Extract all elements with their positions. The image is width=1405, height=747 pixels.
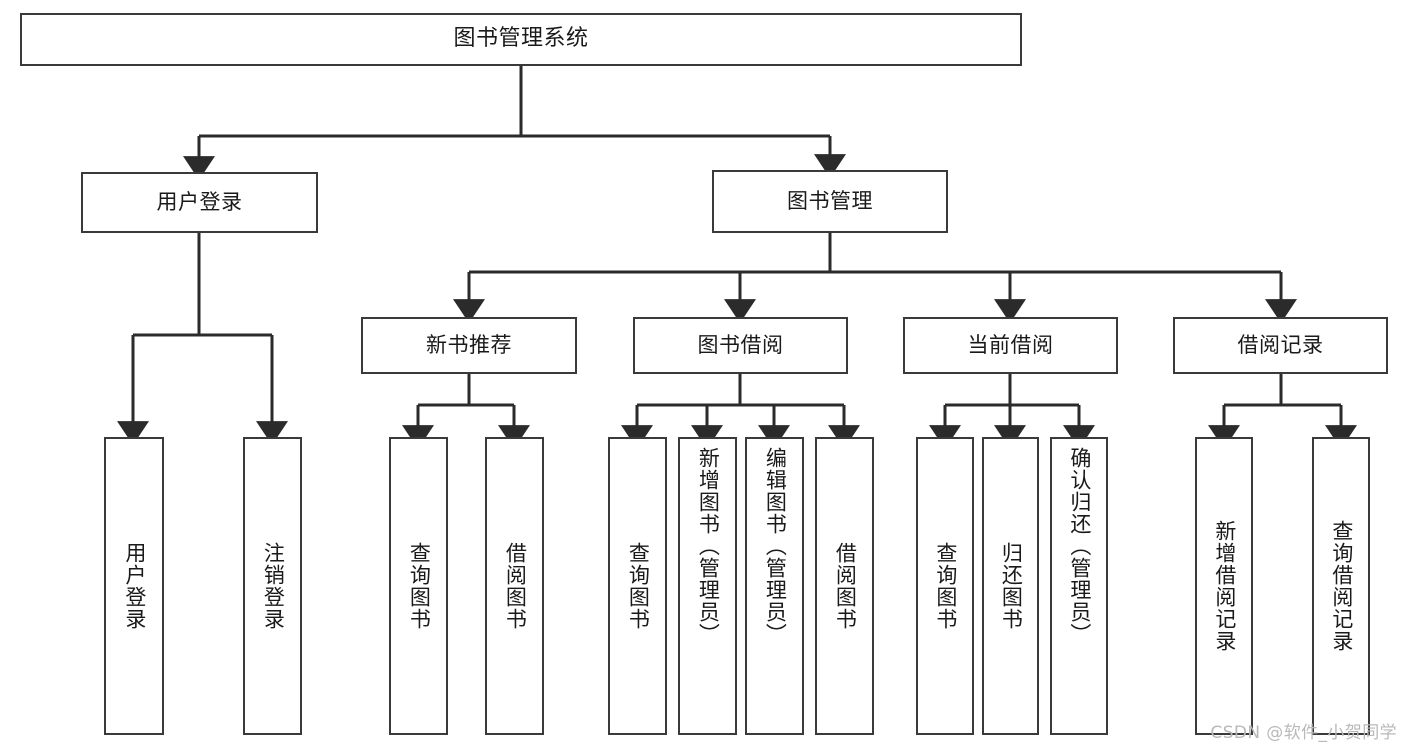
node-label: 新增图书（管理员） bbox=[696, 447, 721, 645]
node-label: 新增借阅记录 bbox=[1212, 520, 1237, 652]
node-label: 新书推荐 bbox=[426, 332, 512, 357]
watermark-text: CSDN @软件_小贺同学 bbox=[1210, 723, 1397, 743]
node-label: 查询借阅记录 bbox=[1329, 520, 1354, 652]
leaf-book-borrow-add-book-admin[interactable]: 新增图书（管理员） bbox=[678, 437, 737, 735]
node-user-login[interactable]: 用户登录 bbox=[81, 172, 318, 233]
node-book-management[interactable]: 图书管理 bbox=[712, 170, 948, 233]
node-label: 归还图书 bbox=[999, 542, 1024, 630]
leaf-book-borrow-edit-book-admin[interactable]: 编辑图书（管理员） bbox=[745, 437, 804, 735]
node-label: 图书管理 bbox=[787, 188, 873, 213]
node-label: 查询图书 bbox=[933, 542, 958, 630]
node-label: 用户登录 bbox=[122, 542, 147, 630]
leaf-book-borrow-query-books[interactable]: 查询图书 bbox=[608, 437, 667, 735]
node-root-library-management-system[interactable]: 图书管理系统 bbox=[20, 13, 1022, 66]
leaf-current-borrow-query-books[interactable]: 查询图书 bbox=[916, 437, 974, 735]
leaf-current-borrow-return-books[interactable]: 归还图书 bbox=[982, 437, 1039, 735]
node-label: 借阅记录 bbox=[1237, 332, 1324, 357]
node-book-borrow[interactable]: 图书借阅 bbox=[633, 317, 848, 374]
leaf-records-add-borrow-record[interactable]: 新增借阅记录 bbox=[1195, 437, 1253, 735]
node-current-borrow[interactable]: 当前借阅 bbox=[903, 317, 1118, 374]
leaf-new-book-borrow-books[interactable]: 借阅图书 bbox=[485, 437, 544, 735]
node-label: 当前借阅 bbox=[967, 332, 1054, 357]
leaf-records-query-borrow-record[interactable]: 查询借阅记录 bbox=[1312, 437, 1370, 735]
node-label: 确认归还（管理员） bbox=[1067, 447, 1092, 645]
node-borrow-records[interactable]: 借阅记录 bbox=[1173, 317, 1388, 374]
node-label: 借阅图书 bbox=[503, 542, 528, 630]
node-label: 注销登录 bbox=[261, 542, 286, 630]
leaf-new-book-query-books[interactable]: 查询图书 bbox=[389, 437, 448, 735]
leaf-book-borrow-borrow-books[interactable]: 借阅图书 bbox=[815, 437, 874, 735]
node-label: 编辑图书（管理员） bbox=[763, 447, 788, 645]
leaf-user-login-logout[interactable]: 注销登录 bbox=[243, 437, 302, 735]
leaf-user-login-login[interactable]: 用户登录 bbox=[104, 437, 164, 735]
node-label: 图书借阅 bbox=[697, 332, 784, 357]
leaf-current-borrow-confirm-return-admin[interactable]: 确认归还（管理员） bbox=[1050, 437, 1108, 735]
node-label: 借阅图书 bbox=[833, 542, 858, 630]
node-label: 图书管理系统 bbox=[453, 26, 589, 52]
node-label: 用户登录 bbox=[156, 189, 243, 214]
node-label: 查询图书 bbox=[626, 542, 651, 630]
node-label: 查询图书 bbox=[407, 542, 432, 630]
node-new-book-recommend[interactable]: 新书推荐 bbox=[361, 317, 577, 374]
